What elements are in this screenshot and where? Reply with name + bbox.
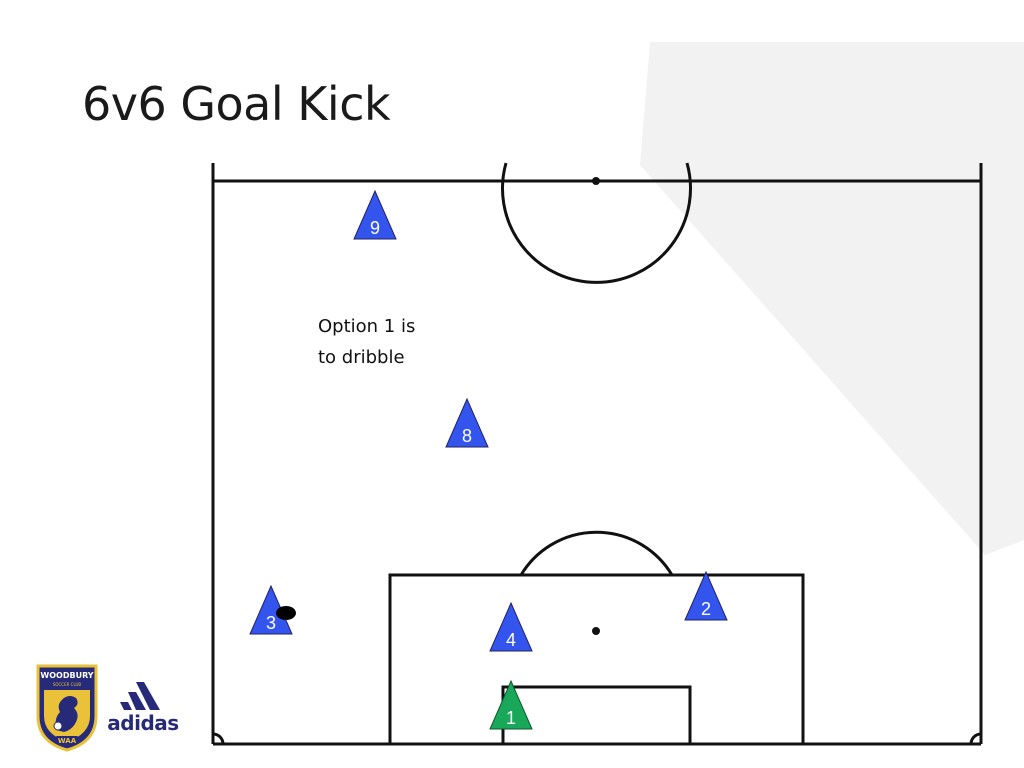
penalty-arc [519,530,674,576]
player-number: 8 [462,426,472,446]
center-circle [501,162,692,284]
player-number: 3 [266,613,276,633]
annotation-line: Option 1 is [318,316,416,337]
player-marker [445,397,489,448]
corner-arc-right [969,732,982,745]
crest-sub-text: SOCCER CLUB [53,682,82,687]
center-spot [592,177,600,185]
annotation-line: to dribble [318,347,405,368]
player-4: 4 [489,601,533,652]
adidas-wordmark: adidas [107,711,178,734]
player-number: 2 [701,599,711,619]
player-number: 9 [370,218,380,238]
player-marker [489,679,533,730]
adidas-stripes-icon [120,682,160,710]
player-2: 2 [684,570,728,621]
slide-title: 6v6 Goal Kick [82,77,391,131]
player-marker [684,570,728,621]
penalty-spot [592,627,600,635]
player-number: 1 [506,708,516,728]
ball [276,606,296,620]
player-number: 4 [506,630,516,650]
player-9: 9 [353,189,397,240]
goalkeeper-1: 1 [489,679,533,730]
player-marker [353,189,397,240]
crest-top-text: WOODBURY [40,671,93,680]
club-crest-logo: WOODBURY SOCCER CLUB WAA [36,664,98,752]
annotation-text: Option 1 is to dribble [318,311,478,373]
crest-bottom-text: WAA [58,737,77,745]
player-8: 8 [445,397,489,448]
adidas-logo: adidas [107,682,179,734]
goal-area [501,685,692,746]
corner-arc-left [212,732,225,745]
player-marker [489,601,533,652]
penalty-area [388,573,805,746]
